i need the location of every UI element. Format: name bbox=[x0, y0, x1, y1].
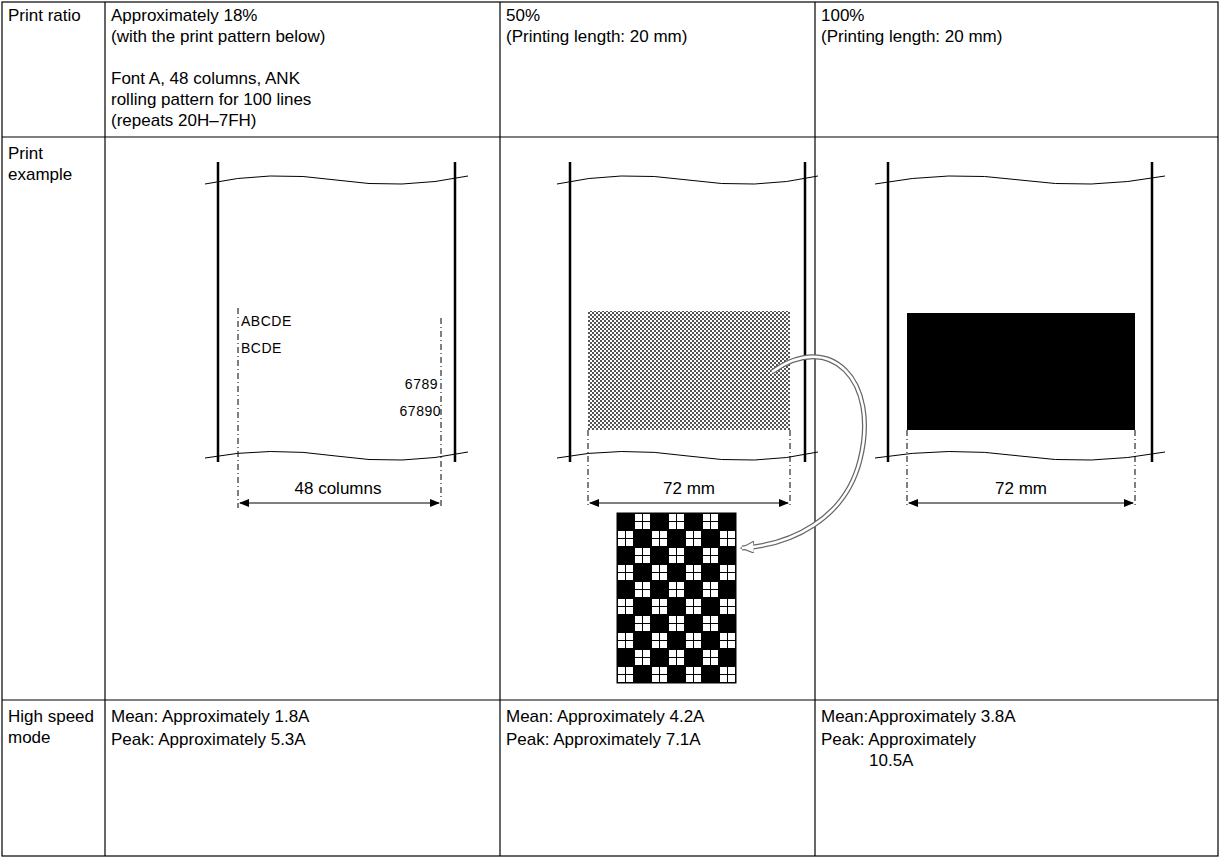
table-cell-text: (with the print pattern below) bbox=[111, 26, 331, 47]
table-cell-text: 50% bbox=[506, 5, 540, 26]
table-cell-text: Mean:Approximately 3.8A bbox=[821, 706, 1016, 727]
table-cell-text: Mean: Approximately 1.8A bbox=[111, 706, 309, 727]
table-cell-text: Peak: Approximately 7.1A bbox=[506, 729, 701, 750]
dimension-label: 48 columns bbox=[258, 478, 418, 499]
print-sample-text: 6789 bbox=[370, 376, 438, 393]
dimension-label: 72 mm bbox=[941, 478, 1101, 499]
print-sample-text: BCDE bbox=[241, 340, 282, 357]
table-header: Print ratio bbox=[8, 5, 100, 26]
table-cell-text: Mean: Approximately 4.2A bbox=[506, 706, 704, 727]
table-cell-text: 100% bbox=[821, 5, 864, 26]
table-header: High speed mode bbox=[8, 706, 96, 748]
table-cell-text: (Printing length: 20 mm) bbox=[506, 26, 687, 47]
table-header: Print example bbox=[8, 143, 88, 185]
table-cell-text: (repeats 20H–7FH) bbox=[111, 110, 257, 131]
table-cell-text: Peak: Approximately 5.3A bbox=[111, 729, 306, 750]
table-cell-text: Peak: Approximately 10.5A bbox=[821, 729, 999, 771]
print-sample-text: ABCDE bbox=[241, 313, 292, 330]
dimension-label: 72 mm bbox=[609, 478, 769, 499]
table-cell-text: (Printing length: 20 mm) bbox=[821, 26, 1002, 47]
table-cell-text: Approximately 18% bbox=[111, 5, 257, 26]
table-cell-text: Font A, 48 columns, ANK rolling pattern … bbox=[111, 68, 331, 110]
print-sample-text: 67890 bbox=[370, 403, 441, 420]
